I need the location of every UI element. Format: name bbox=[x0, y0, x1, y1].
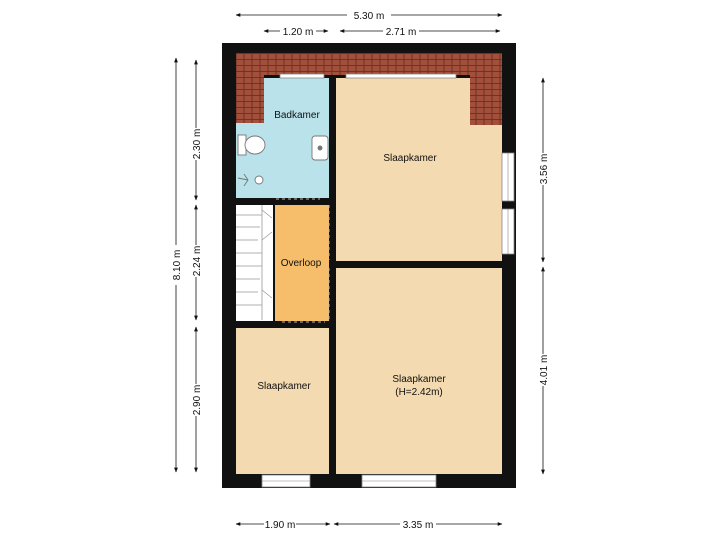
toilet-icon bbox=[237, 134, 266, 156]
slaapkamer-right-label: Slaapkamer bbox=[392, 374, 446, 385]
dim-top-left: 1.20 m bbox=[283, 27, 314, 38]
stairs-icon bbox=[236, 205, 273, 321]
slaapkamer-right-height: (H=2.42m) bbox=[395, 387, 443, 398]
dim-top-total: 5.30 m bbox=[354, 11, 385, 22]
dim-left-total: 8.10 m bbox=[172, 250, 183, 281]
slaapkamer-right-room bbox=[336, 268, 502, 474]
badkamer-label: Badkamer bbox=[274, 110, 320, 121]
shower-icon bbox=[237, 173, 264, 187]
stairs-icon bbox=[236, 205, 273, 320]
dim-right-upper: 3.56 m bbox=[539, 154, 550, 185]
slaapkamer-left-room bbox=[236, 328, 329, 474]
overloop-label: Overloop bbox=[281, 258, 322, 269]
dim-right-lower: 4.01 m bbox=[539, 355, 550, 386]
dim-left-middle: 2.24 m bbox=[192, 246, 203, 277]
dim-left-upper: 2.30 m bbox=[192, 129, 203, 160]
door-openings bbox=[276, 198, 330, 323]
slaapkamer-top-label: Slaapkamer bbox=[383, 153, 437, 164]
dim-top-right: 2.71 m bbox=[386, 27, 417, 38]
sink-icon bbox=[311, 135, 329, 161]
slaapkamer-left-label: Slaapkamer bbox=[257, 381, 311, 392]
roof-tiles-icon bbox=[470, 78, 502, 125]
dim-bottom-right: 3.35 m bbox=[403, 520, 434, 531]
roof-tiles-icon bbox=[236, 78, 264, 123]
overloop-room bbox=[275, 205, 329, 321]
roof-tiles-icon bbox=[236, 53, 502, 75]
dim-left-lower: 2.90 m bbox=[192, 385, 203, 416]
dim-bottom-left: 1.90 m bbox=[265, 520, 296, 531]
